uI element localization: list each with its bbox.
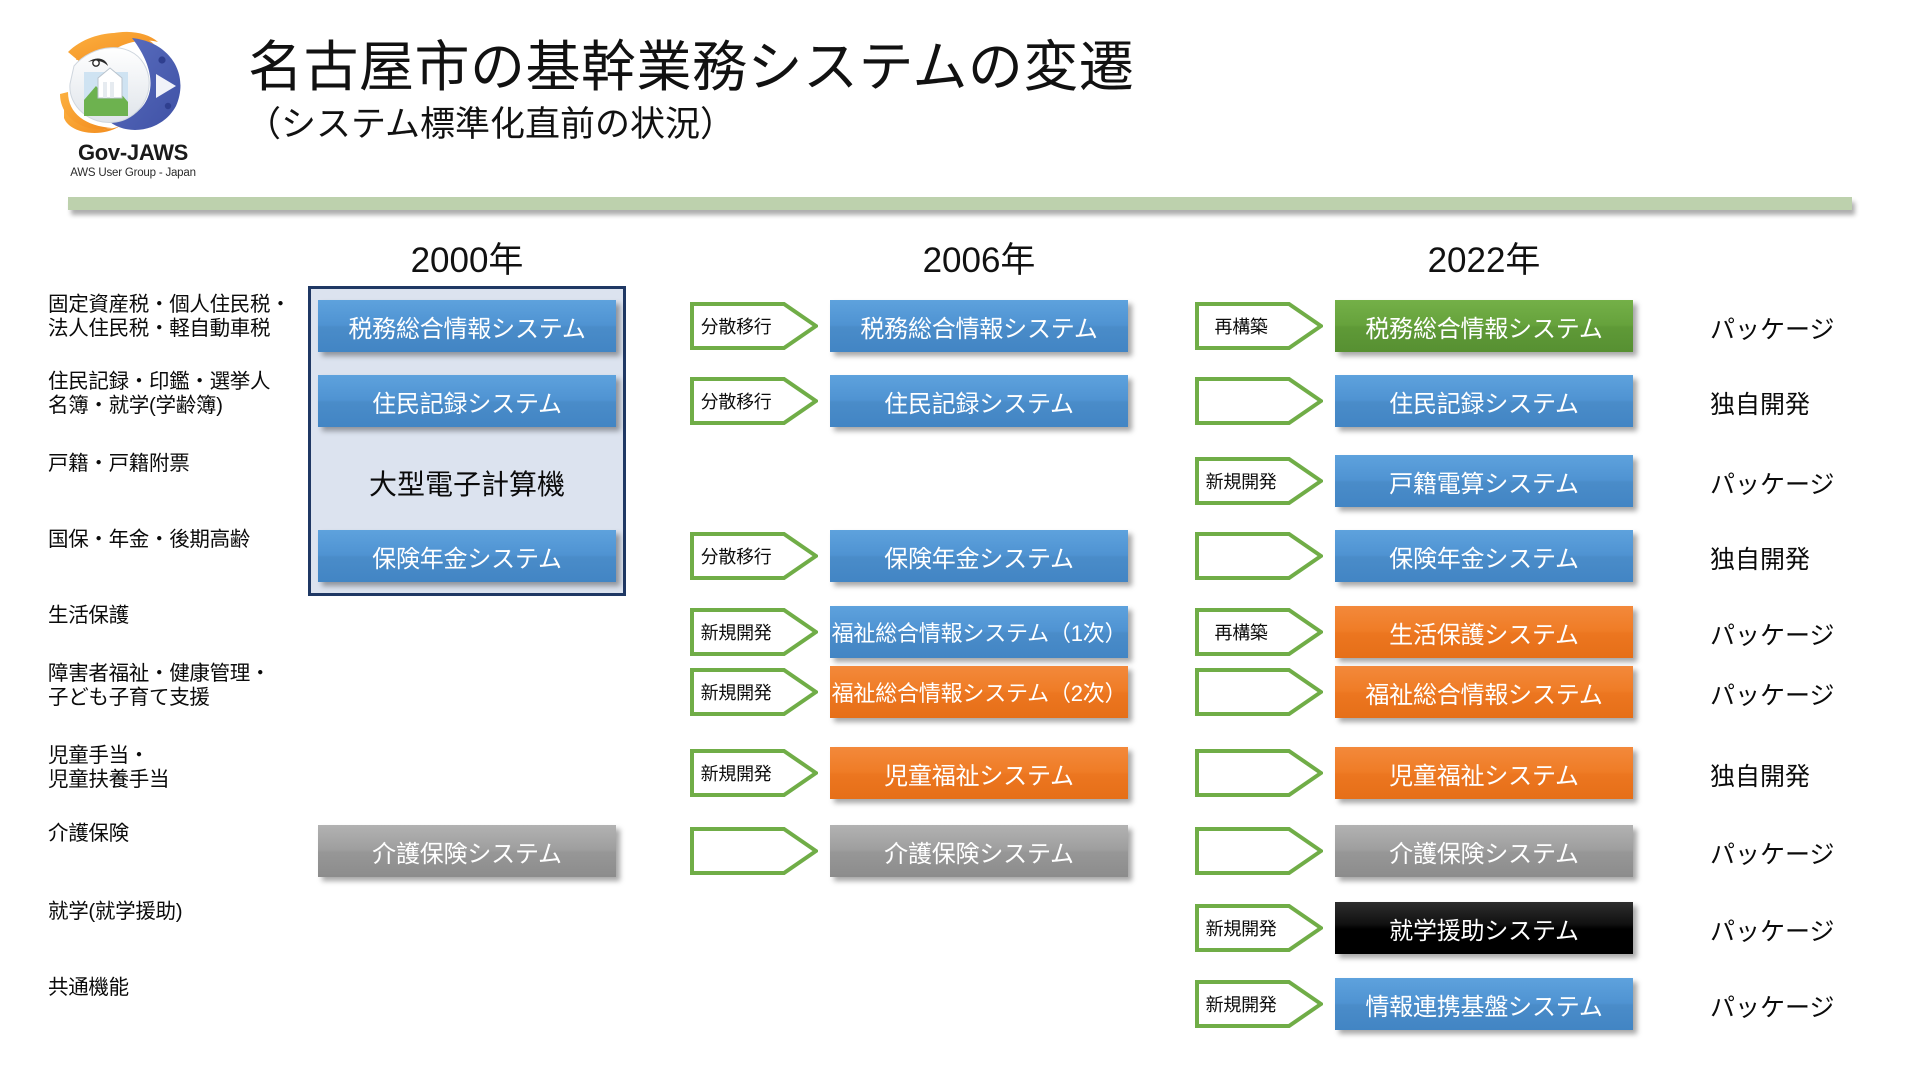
system-box-y2006[interactable]: 福祉総合情報システム（2次）	[830, 666, 1128, 718]
transition-arrow-label: 新規開発	[700, 764, 772, 784]
system-box-y2022[interactable]: 就学援助システム	[1335, 902, 1633, 954]
row-label-9: 就学(就学援助)	[48, 900, 183, 923]
transition-arrow-label: 分散移行	[700, 392, 772, 412]
transition-arrow-arrow1[interactable]: 分散移行	[690, 377, 818, 425]
transition-arrow-arrow2[interactable]	[1195, 532, 1323, 580]
system-box-y2022[interactable]: 住民記録システム	[1335, 375, 1633, 427]
transition-arrow-arrow1[interactable]: 新規開発	[690, 749, 818, 797]
mainframe-label: 大型電子計算機	[368, 469, 565, 500]
system-box-y2006[interactable]: 児童福祉システム	[830, 747, 1128, 799]
delivery-type-label-8: パッケージ	[1710, 841, 1835, 869]
row-label-3: 戸籍・戸籍附票	[48, 452, 190, 475]
system-box-y2022[interactable]: 児童福祉システム	[1335, 747, 1633, 799]
transition-arrow-arrow2[interactable]	[1195, 827, 1323, 875]
transition-arrow-label: 再構築	[1214, 623, 1268, 643]
system-box-y2006[interactable]: 住民記録システム	[830, 375, 1128, 427]
logo-subtitle: AWS User Group - Japan	[70, 167, 196, 179]
transition-arrow-arrow1[interactable]: 分散移行	[690, 302, 818, 350]
page-subtitle: （システム標準化直前の状況）	[246, 105, 735, 144]
transition-arrow-label: 再構築	[1214, 317, 1268, 337]
system-box-y2022[interactable]: 税務総合情報システム	[1335, 300, 1633, 352]
transition-arrow-arrow2[interactable]	[1195, 668, 1323, 716]
transition-arrow-label: 分散移行	[700, 547, 772, 567]
row-label-7: 児童手当・ 児童扶養手当	[48, 744, 170, 792]
transition-arrow-arrow1[interactable]: 分散移行	[690, 532, 818, 580]
system-box-y2022[interactable]: 戸籍電算システム	[1335, 455, 1633, 507]
delivery-type-label-3: パッケージ	[1710, 471, 1835, 499]
system-box-y2022[interactable]: 情報連携基盤システム	[1335, 978, 1633, 1030]
transition-arrow-label: 新規開発	[700, 623, 772, 643]
delivery-type-label-1: パッケージ	[1710, 316, 1835, 344]
column-header-2: 2006年	[922, 241, 1036, 280]
delivery-type-label-6: パッケージ	[1710, 682, 1835, 710]
row-label-1: 固定資産税・個人住民税・ 法人住民税・軽自動車税	[48, 293, 291, 341]
title-accent-bar	[68, 197, 1852, 210]
delivery-type-label-9: パッケージ	[1710, 918, 1835, 946]
row-label-4: 国保・年金・後期高齢	[48, 528, 250, 551]
transition-arrow-arrow2[interactable]	[1195, 377, 1323, 425]
system-box-y2006[interactable]: 介護保険システム	[830, 825, 1128, 877]
transition-arrow-label: 分散移行	[700, 317, 772, 337]
transition-arrow-arrow1[interactable]: 新規開発	[690, 668, 818, 716]
delivery-type-label-7: 独自開発	[1710, 763, 1811, 791]
transition-arrow-label: 新規開発	[1205, 919, 1277, 939]
transition-arrow-label: 新規開発	[1205, 995, 1277, 1015]
row-label-5: 生活保護	[48, 604, 129, 627]
transition-arrow-arrow2[interactable]: 新規開発	[1195, 457, 1323, 505]
column-header-1: 2000年	[410, 241, 524, 280]
delivery-type-label-2: 独自開発	[1710, 391, 1811, 419]
column-header-3: 2022年	[1427, 241, 1541, 280]
system-box-y2000[interactable]: 介護保険システム	[318, 825, 616, 877]
delivery-type-label-5: パッケージ	[1710, 622, 1835, 650]
page-title: 名古屋市の基幹業務システムの変遷	[248, 36, 1135, 98]
delivery-type-label-4: 独自開発	[1710, 546, 1811, 574]
transition-arrow-arrow2[interactable]: 再構築	[1195, 608, 1323, 656]
logo-name: Gov-JAWS	[77, 140, 189, 165]
system-box-y2006[interactable]: 保険年金システム	[830, 530, 1128, 582]
row-label-8: 介護保険	[48, 822, 129, 845]
row-label-10: 共通機能	[48, 976, 129, 999]
transition-arrow-arrow1[interactable]: 新規開発	[690, 608, 818, 656]
shark-fish-logo-icon	[58, 22, 208, 142]
system-box-y2000[interactable]: 税務総合情報システム	[318, 300, 616, 352]
row-label-6: 障害者福祉・健康管理・ 子ども子育て支援	[48, 662, 271, 710]
gov-jaws-logo: Gov-JAWS AWS User Group - Japan	[58, 22, 218, 182]
transition-arrow-label: 新規開発	[1205, 472, 1277, 492]
transition-arrow-arrow2[interactable]: 新規開発	[1195, 904, 1323, 952]
row-label-2: 住民記録・印鑑・選挙人 名簿・就学(学齢簿)	[48, 370, 271, 418]
system-box-y2022[interactable]: 介護保険システム	[1335, 825, 1633, 877]
delivery-type-label-10: パッケージ	[1710, 994, 1835, 1022]
system-box-y2000[interactable]: 住民記録システム	[318, 375, 616, 427]
transition-arrow-arrow2[interactable]: 再構築	[1195, 302, 1323, 350]
system-box-y2006[interactable]: 福祉総合情報システム（1次）	[830, 606, 1128, 658]
system-box-y2006[interactable]: 税務総合情報システム	[830, 300, 1128, 352]
system-box-y2022[interactable]: 福祉総合情報システム	[1335, 666, 1633, 718]
transition-arrow-arrow2[interactable]: 新規開発	[1195, 980, 1323, 1028]
system-box-y2022[interactable]: 生活保護システム	[1335, 606, 1633, 658]
transition-arrow-arrow1[interactable]	[690, 827, 818, 875]
system-box-y2000[interactable]: 保険年金システム	[318, 530, 616, 582]
transition-arrow-label: 新規開発	[700, 683, 772, 703]
system-box-y2022[interactable]: 保険年金システム	[1335, 530, 1633, 582]
transition-arrow-arrow2[interactable]	[1195, 749, 1323, 797]
